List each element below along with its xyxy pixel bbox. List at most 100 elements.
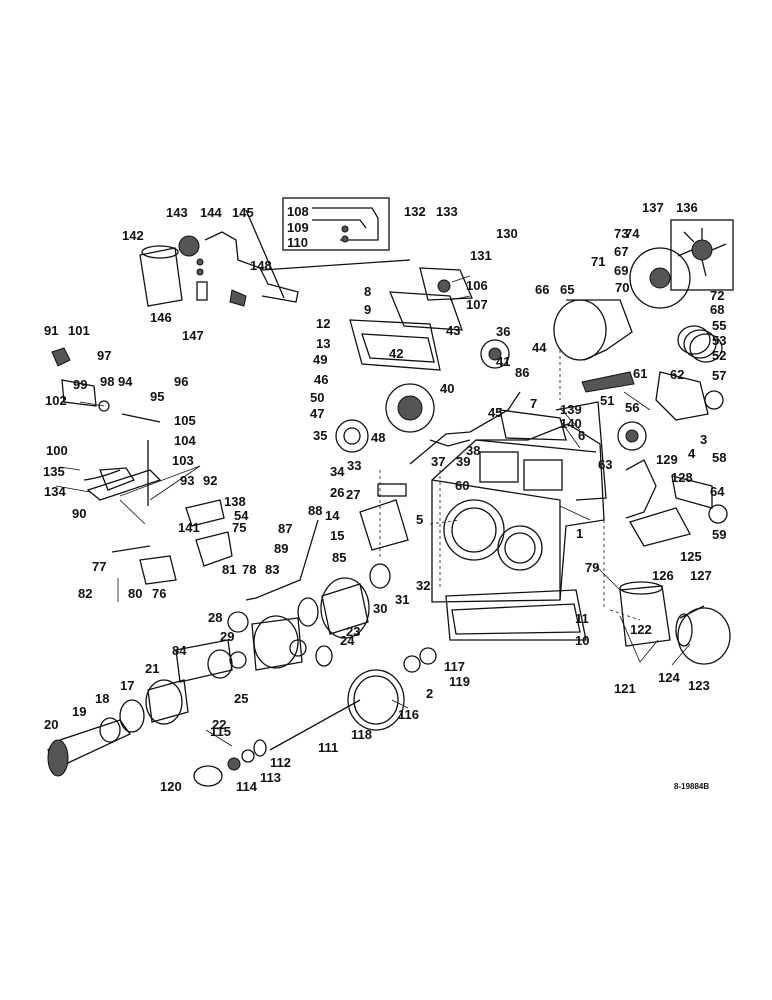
callout: 39 — [456, 454, 470, 469]
inset-box-tubes — [282, 197, 390, 251]
callout: 50 — [310, 390, 324, 405]
callout: 69 — [614, 263, 628, 278]
callout: 51 — [600, 393, 614, 408]
callout: 62 — [670, 367, 684, 382]
callout: 78 — [242, 562, 256, 577]
callout: 38 — [466, 443, 480, 458]
callout: 25 — [234, 691, 248, 706]
callout: 82 — [78, 586, 92, 601]
callout: 19 — [72, 704, 86, 719]
callout: 48 — [371, 430, 385, 445]
callout: 126 — [652, 568, 674, 583]
transmission-case — [431, 401, 607, 641]
callout: 118 — [351, 727, 372, 742]
callout: 132 — [404, 204, 426, 219]
callout: 103 — [172, 453, 194, 468]
callout: 108 — [287, 204, 309, 219]
callout: 144 — [200, 205, 222, 220]
callout: 138 — [224, 494, 246, 509]
callout: 80 — [128, 586, 142, 601]
callout: 5 — [416, 512, 423, 527]
callout: 104 — [174, 433, 196, 448]
callout: 92 — [203, 473, 217, 488]
callout: 52 — [712, 348, 726, 363]
callout: 127 — [690, 568, 712, 583]
drawing-number: 8-19884B — [674, 782, 709, 791]
callout: 64 — [710, 484, 725, 499]
callout: 61 — [633, 366, 647, 381]
callout: 47 — [310, 406, 324, 421]
gear-train — [47, 563, 437, 787]
callout: 130 — [496, 226, 518, 241]
callout: 65 — [560, 282, 574, 297]
callout: 45 — [488, 405, 502, 420]
callout: 8 — [364, 284, 371, 299]
callout: 68 — [710, 302, 724, 317]
callout: 93 — [180, 473, 194, 488]
callout: 13 — [316, 336, 330, 351]
callout: 54 — [234, 508, 249, 523]
callout: 11 — [575, 611, 589, 626]
callout: 91 — [44, 323, 58, 338]
callout: 14 — [325, 508, 340, 523]
callout: 146 — [150, 310, 172, 325]
callout: 123 — [688, 678, 710, 693]
callout: 56 — [625, 400, 639, 415]
callout: 70 — [615, 280, 629, 295]
callout-labels: 1 2 3 4 5 6 7 8 9 10 11 12 13 14 15 17 1… — [43, 200, 726, 794]
callout: 143 — [166, 205, 188, 220]
callout: 120 — [160, 779, 182, 794]
callout: 137 — [642, 200, 664, 215]
callout: 74 — [625, 226, 640, 241]
callout: 97 — [97, 348, 111, 363]
callout: 81 — [222, 562, 236, 577]
callout: 75 — [232, 520, 246, 535]
callout: 35 — [313, 428, 327, 443]
callout: 111 — [318, 740, 338, 755]
callout: 49 — [313, 352, 327, 367]
callout: 147 — [182, 328, 204, 343]
callout: 142 — [122, 228, 144, 243]
cover-plates — [349, 267, 473, 371]
callout: 36 — [496, 324, 510, 339]
callout: 77 — [92, 559, 106, 574]
callout: 113 — [260, 770, 281, 785]
callout: 43 — [446, 323, 460, 338]
callout: 131 — [470, 248, 492, 263]
callout: 24 — [340, 633, 355, 648]
callout: 89 — [274, 541, 288, 556]
callout: 145 — [232, 205, 254, 220]
oil-filter-assembly — [139, 231, 299, 307]
callout: 86 — [515, 365, 529, 380]
callout: 59 — [712, 527, 726, 542]
callout: 84 — [172, 643, 187, 658]
shift-linkage — [51, 347, 233, 585]
callout: 42 — [389, 346, 403, 361]
callout: 60 — [455, 478, 469, 493]
callout: 124 — [658, 670, 680, 685]
callout: 66 — [535, 282, 549, 297]
callout: 67 — [614, 244, 628, 259]
callout: 79 — [585, 560, 599, 575]
callout: 20 — [44, 717, 58, 732]
callout: 101 — [68, 323, 90, 338]
callout: 44 — [532, 340, 547, 355]
callout: 27 — [346, 487, 360, 502]
callout: 125 — [680, 549, 702, 564]
drum-and-cover — [619, 581, 731, 665]
callout: 148 — [250, 258, 272, 273]
callout: 114 — [236, 779, 258, 794]
callout: 99 — [73, 377, 87, 392]
callout: 106 — [466, 278, 488, 293]
callout: 6 — [578, 428, 585, 443]
inset-box-clutch-hub — [670, 219, 734, 291]
callout: 96 — [174, 374, 188, 389]
callout: 128 — [671, 470, 693, 485]
callout: 73 — [614, 226, 628, 241]
callout: 33 — [347, 458, 361, 473]
callout: 40 — [440, 381, 454, 396]
callout: 63 — [598, 457, 612, 472]
callout: 10 — [575, 633, 589, 648]
callout: 31 — [395, 592, 409, 607]
callout: 94 — [118, 374, 133, 389]
